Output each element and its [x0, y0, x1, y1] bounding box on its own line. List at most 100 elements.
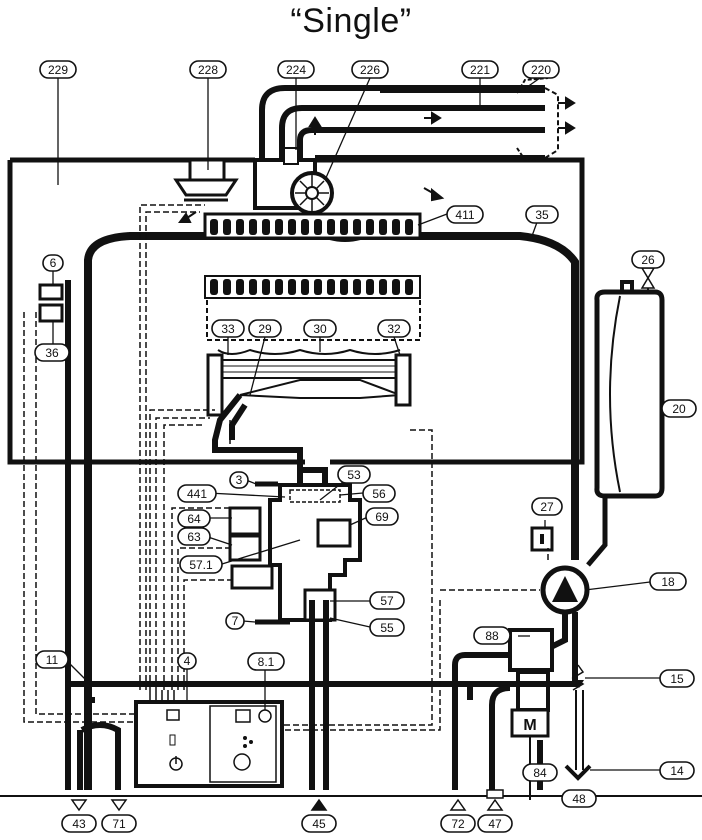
burner-fin [379, 279, 387, 295]
callout-47-label: 47 [488, 817, 502, 831]
hx-fin [353, 219, 361, 235]
pump: M [508, 526, 590, 800]
callout-55: 55 [369, 618, 405, 637]
callout-57-label: 57 [380, 594, 394, 608]
callout-36: 36 [34, 343, 70, 362]
callout-224-label: 224 [286, 63, 306, 77]
hx-fin [275, 219, 283, 235]
callout-55-label: 55 [380, 621, 394, 635]
electrical-wiring [23, 204, 549, 731]
airflow-arrows [178, 96, 576, 223]
callout-220: 220 [522, 60, 560, 79]
callout-226-label: 226 [360, 63, 380, 77]
callout-72: 72 [440, 814, 476, 833]
callout-29: 29 [248, 319, 282, 338]
callout-56-label: 56 [372, 487, 386, 501]
callout-35-label: 35 [535, 208, 549, 222]
hx-fin [366, 219, 374, 235]
burner-fin [288, 279, 296, 295]
relief-valve [564, 664, 592, 781]
callout-84: 84 [522, 763, 558, 782]
callout-32-label: 32 [387, 322, 401, 336]
callout-43-label: 43 [72, 817, 86, 831]
hx-fin [314, 219, 322, 235]
callout-71: 71 [101, 814, 137, 833]
callout-32: 32 [377, 319, 411, 338]
callout-7: 7 [225, 612, 245, 630]
callouts: 229 228 224 226 221 220 411 35 6 36 26 2… [34, 60, 697, 833]
hx-fin [249, 219, 257, 235]
callout-441: 441 [177, 484, 217, 503]
callout-47: 47 [477, 814, 513, 833]
burner-fin [340, 279, 348, 295]
expansion-vessel [586, 265, 665, 567]
callout-27: 27 [531, 497, 563, 516]
callout-20-label: 20 [672, 402, 686, 416]
hx-fin [236, 219, 244, 235]
flue-duct [259, 77, 559, 170]
callout-57: 57 [369, 591, 405, 610]
callout-88: 88 [473, 626, 511, 645]
callout-26: 26 [631, 250, 665, 269]
diagram-title: “Single” [290, 2, 412, 40]
callout-8-1-label: 8.1 [258, 655, 275, 669]
burner-fin [262, 279, 270, 295]
callout-53-label: 53 [347, 468, 361, 482]
callout-4-label: 4 [184, 654, 191, 668]
callout-69: 69 [365, 507, 399, 526]
burner-fin [327, 279, 335, 295]
callout-228-label: 228 [198, 63, 218, 77]
callout-45-label: 45 [312, 817, 326, 831]
burner-fin [366, 279, 374, 295]
burner-fin [353, 279, 361, 295]
callout-48: 48 [561, 789, 597, 808]
callout-411-label: 411 [455, 208, 474, 222]
hx-fin [223, 219, 231, 235]
callout-30-label: 30 [313, 322, 327, 336]
burner-fin [223, 279, 231, 295]
burner [204, 275, 421, 417]
pump-motor-letter: M [523, 717, 536, 734]
control-box [134, 690, 284, 788]
callout-224: 224 [277, 60, 315, 79]
callout-15-label: 15 [670, 672, 684, 686]
hx-fin [340, 219, 348, 235]
callout-30: 30 [303, 319, 337, 338]
burner-fin [314, 279, 322, 295]
burner-fin [405, 279, 413, 295]
callout-18: 18 [649, 572, 687, 591]
hx-fin [288, 219, 296, 235]
callout-57-1-label: 57.1 [189, 558, 213, 572]
callout-229: 229 [39, 60, 77, 79]
callout-6-label: 6 [50, 256, 57, 270]
callout-48-label: 48 [572, 792, 586, 806]
hx-fin [327, 219, 335, 235]
callout-11-label: 11 [46, 653, 59, 667]
hx-fin [301, 219, 309, 235]
connection-symbols [70, 789, 504, 812]
callout-63: 63 [177, 527, 211, 546]
callout-56: 56 [362, 484, 396, 503]
hx-fin [262, 219, 270, 235]
hx-fin [392, 219, 400, 235]
callout-11: 11 [35, 650, 69, 669]
gas-valve-block [228, 481, 362, 790]
burner-fin [210, 279, 218, 295]
callout-57-1: 57.1 [179, 555, 223, 574]
callout-226: 226 [351, 60, 389, 79]
hx-fin [210, 219, 218, 235]
callout-441-label: 441 [187, 487, 207, 501]
callout-221: 221 [461, 60, 499, 79]
burner-fins [210, 279, 413, 295]
callout-29-label: 29 [258, 322, 272, 336]
hx-fin [405, 219, 413, 235]
callout-33: 33 [211, 319, 245, 338]
callout-220-label: 220 [531, 63, 551, 77]
callout-71-label: 71 [112, 817, 126, 831]
callout-15: 15 [659, 669, 695, 688]
callout-7-label: 7 [232, 614, 239, 628]
callout-69-label: 69 [375, 510, 389, 524]
heat-exchanger-fins [210, 219, 413, 235]
callout-33-label: 33 [221, 322, 235, 336]
callout-36-label: 36 [45, 346, 59, 360]
